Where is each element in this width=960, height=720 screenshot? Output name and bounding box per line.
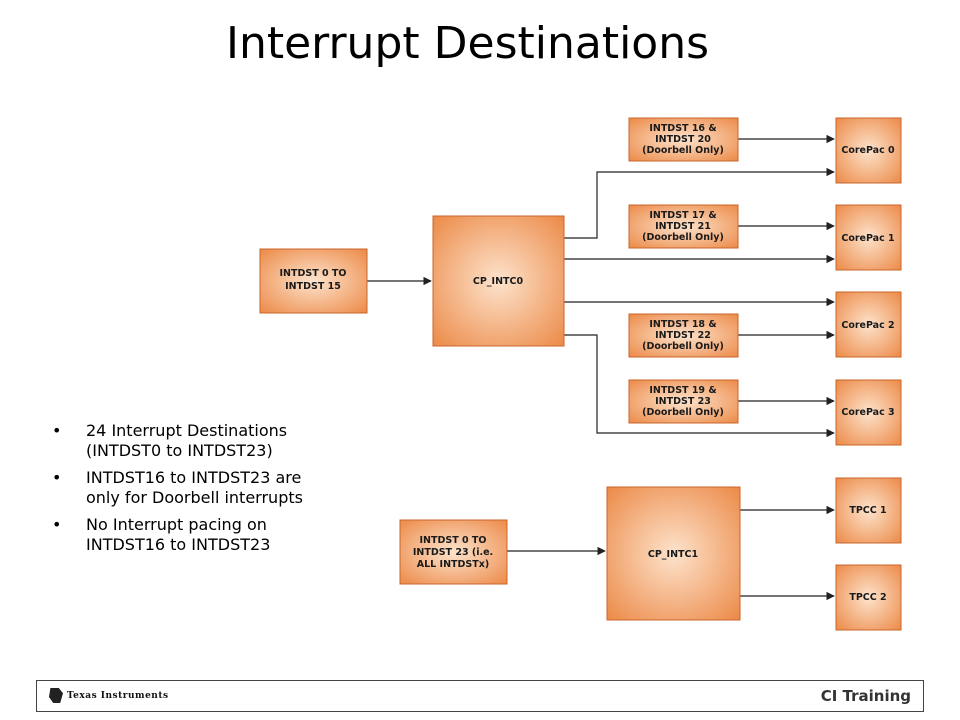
connectors [367, 134, 835, 601]
doorbell-1-label-1: INTDST 17 & [649, 210, 716, 221]
doorbell-1-box [628, 204, 739, 249]
corepac-2-label: CorePac 2 [841, 320, 894, 331]
cp-intc0-box [432, 215, 565, 347]
arrow-intc0-cp3 [564, 334, 835, 438]
tpcc-2-box [835, 564, 902, 631]
bullet-item: • INTDST16 to INTDST23 are only for Doorb… [52, 468, 322, 508]
doorbell-0-label-1: INTDST 16 & [649, 123, 716, 134]
corepac-1-label: CorePac 1 [841, 233, 894, 244]
tpcc-2-label: TPCC 2 [849, 592, 886, 603]
doorbell-1-label-2: INTDST 21 [655, 221, 711, 232]
bullet-text: No Interrupt pacing on INTDST16 to INTDS… [86, 515, 271, 554]
bullet-item: • 24 Interrupt Destinations (INTDST0 to I… [52, 421, 322, 461]
ti-logo-icon [49, 688, 63, 703]
doorbell-2-label-2: INTDST 22 [655, 330, 711, 341]
doorbell-2-box [628, 313, 739, 358]
ci-training-text: CI Training [820, 687, 911, 705]
bullet-dot: • [52, 421, 62, 440]
footer-bar: Texas Instruments CI Training [36, 680, 924, 712]
doorbell-2-label-3: (Doorbell Only) [642, 341, 724, 352]
doorbell-3-label-3: (Doorbell Only) [642, 407, 724, 418]
ti-logo: Texas Instruments [49, 688, 169, 703]
input-b-label-3: ALL INTDSTx) [417, 559, 489, 570]
corepac-0-box [835, 117, 902, 184]
tpcc-1-box [835, 477, 902, 544]
slide-title: Interrupt Destinations [225, 18, 710, 69]
input-a-label-2: INTDST 15 [285, 281, 341, 292]
doorbell-3-box [628, 379, 739, 424]
doorbell-0-box [628, 117, 739, 162]
bullet-text: 24 Interrupt Destinations (INTDST0 to IN… [86, 421, 288, 460]
arrow-intc0-cp0 [564, 167, 835, 239]
input-a-label-1: INTDST 0 TO [280, 268, 347, 279]
tpcc-1-label: TPCC 1 [849, 505, 886, 516]
corepac-0-label: CorePac 0 [841, 145, 895, 156]
bullet-text: INTDST16 to INTDST23 are only for Doorbe… [86, 468, 303, 507]
input-a-box [259, 248, 368, 314]
bullet-dot: • [52, 468, 62, 487]
corepac-3-label: CorePac 3 [841, 407, 894, 418]
doorbell-2-label-1: INTDST 18 & [649, 319, 716, 330]
input-b-label-2: INTDST 23 (i.e. [413, 547, 493, 558]
input-b-label-1: INTDST 0 TO [420, 535, 487, 546]
corepac-2-box [835, 291, 902, 358]
blocks [259, 117, 902, 631]
cp-intc1-box [606, 486, 741, 621]
ti-logo-text: Texas Instruments [67, 690, 169, 701]
doorbell-0-label-3: (Doorbell Only) [642, 145, 724, 156]
cp-intc1-label: CP_INTC1 [648, 549, 698, 560]
bullet-item: • No Interrupt pacing on INTDST16 to INTD… [52, 515, 322, 555]
cp-intc0-label: CP_INTC0 [473, 276, 524, 287]
interrupt-diagram: INTDST 0 TO INTDST 15 CP_INTC0 INTDST 16… [259, 117, 902, 631]
doorbell-0-label-2: INTDST 20 [655, 134, 711, 145]
doorbell-3-label-2: INTDST 23 [655, 396, 711, 407]
input-b-box [399, 519, 508, 585]
doorbell-3-label-1: INTDST 19 & [649, 385, 716, 396]
bullet-list: • 24 Interrupt Destinations (INTDST0 to I… [52, 421, 322, 562]
bullet-dot: • [52, 515, 62, 534]
corepac-1-box [835, 204, 902, 271]
doorbell-1-label-3: (Doorbell Only) [642, 232, 724, 243]
corepac-3-box [835, 379, 902, 446]
